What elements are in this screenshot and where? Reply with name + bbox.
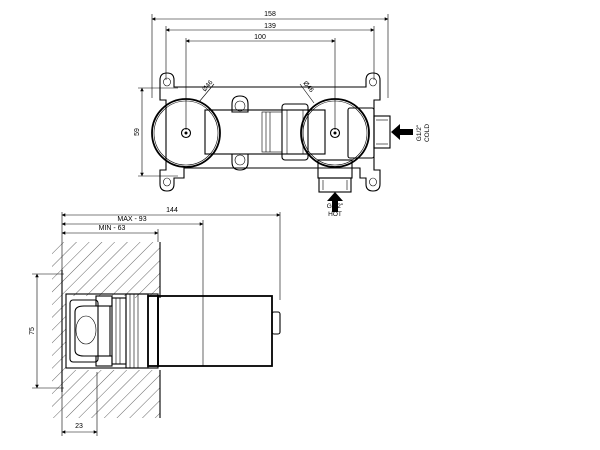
dim-depth-min: MIN - 63 <box>61 225 159 242</box>
dim-depth-max: MAX - 93 <box>61 216 204 296</box>
cold-inlet: G1/2" COLD <box>373 115 431 149</box>
dim-wall-offset: 23 <box>61 372 98 436</box>
fastening-bosses <box>231 95 249 171</box>
dim-side-height: 75 <box>29 273 64 389</box>
dim-overall-width-label: 158 <box>264 11 276 18</box>
top-view: 158 139 100 59 <box>134 11 431 218</box>
cold-size-label: G1/2" <box>416 124 423 141</box>
hot-label: HOT <box>328 211 342 218</box>
dim-side-height-label: 75 <box>29 327 36 335</box>
cold-label: COLD <box>424 124 431 142</box>
right-valve: Ø46 <box>299 80 370 168</box>
mounting-plate <box>159 72 381 192</box>
dim-depth-total-label: 144 <box>166 207 178 214</box>
dim-height-label: 59 <box>134 128 141 136</box>
hot-size-label: G1/2" <box>327 203 344 210</box>
hot-inlet: G1/2" HOT <box>318 177 352 218</box>
handle-trim <box>157 295 281 367</box>
dim-depth-max-label: MAX - 93 <box>117 216 146 223</box>
cold-arrow <box>391 124 413 140</box>
wall-section <box>52 242 161 418</box>
dim-depth-min-label: MIN - 63 <box>99 225 126 232</box>
side-view: 144 MAX - 93 MIN - 63 75 <box>29 207 281 436</box>
dim-center-distance: 100 <box>185 34 336 130</box>
valve-body <box>204 103 375 179</box>
mixer-body-section <box>65 293 159 369</box>
dim-inner-width: 139 <box>165 23 375 80</box>
dim-wall-offset-label: 23 <box>75 423 83 430</box>
dim-center-distance-label: 100 <box>254 34 266 41</box>
dim-overall-width: 158 <box>151 11 389 98</box>
dim-inner-width-label: 139 <box>264 23 276 30</box>
hot-arrow <box>327 192 343 212</box>
dim-height: 59 <box>134 87 178 177</box>
